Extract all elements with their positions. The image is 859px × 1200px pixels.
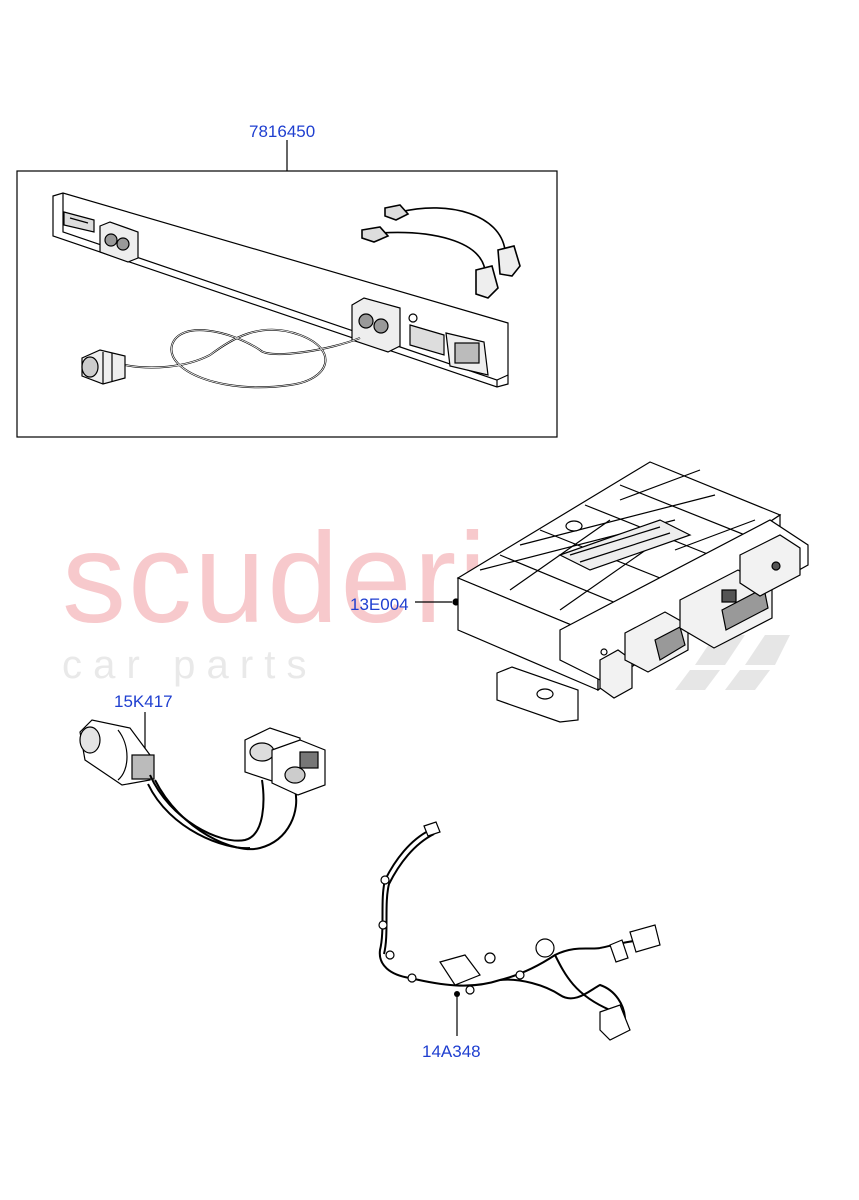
- watermark-tagline: c a r p a r t s: [62, 643, 307, 687]
- part-13E004-group: [415, 461, 809, 723]
- harness-clips: [378, 875, 525, 995]
- connector-4: [739, 534, 801, 597]
- part-label-15K417[interactable]: 15K417: [114, 692, 173, 711]
- connector-1: [599, 649, 633, 699]
- left-lamp-socket: [99, 221, 139, 263]
- harness-leader-dot: [454, 991, 460, 997]
- harness-connectors: [423, 821, 661, 1041]
- part-labels: 7816450 13E004 15K417 14A348: [114, 122, 481, 1061]
- jumper-leads: [361, 204, 521, 299]
- adapter-sockets: [244, 727, 326, 796]
- part-label-7816450[interactable]: 7816450: [249, 122, 315, 141]
- adapter-cables: [147, 774, 298, 851]
- trailer-plug: [81, 349, 126, 385]
- harness-main-trunk: [378, 829, 651, 1021]
- light-board: [52, 192, 509, 388]
- part-label-13E004[interactable]: 13E004: [350, 595, 409, 614]
- module-connectors: [559, 519, 809, 699]
- part-7816450-group: [16, 140, 558, 438]
- part-15K417-group: [79, 712, 326, 851]
- right-lamp-socket: [351, 297, 418, 353]
- connector-2: [624, 611, 689, 673]
- part-14A348-group: [378, 821, 661, 1041]
- trailer-cable: [124, 328, 361, 389]
- adapter-plug: [79, 719, 155, 786]
- part-label-14A348[interactable]: 14A348: [422, 1042, 481, 1061]
